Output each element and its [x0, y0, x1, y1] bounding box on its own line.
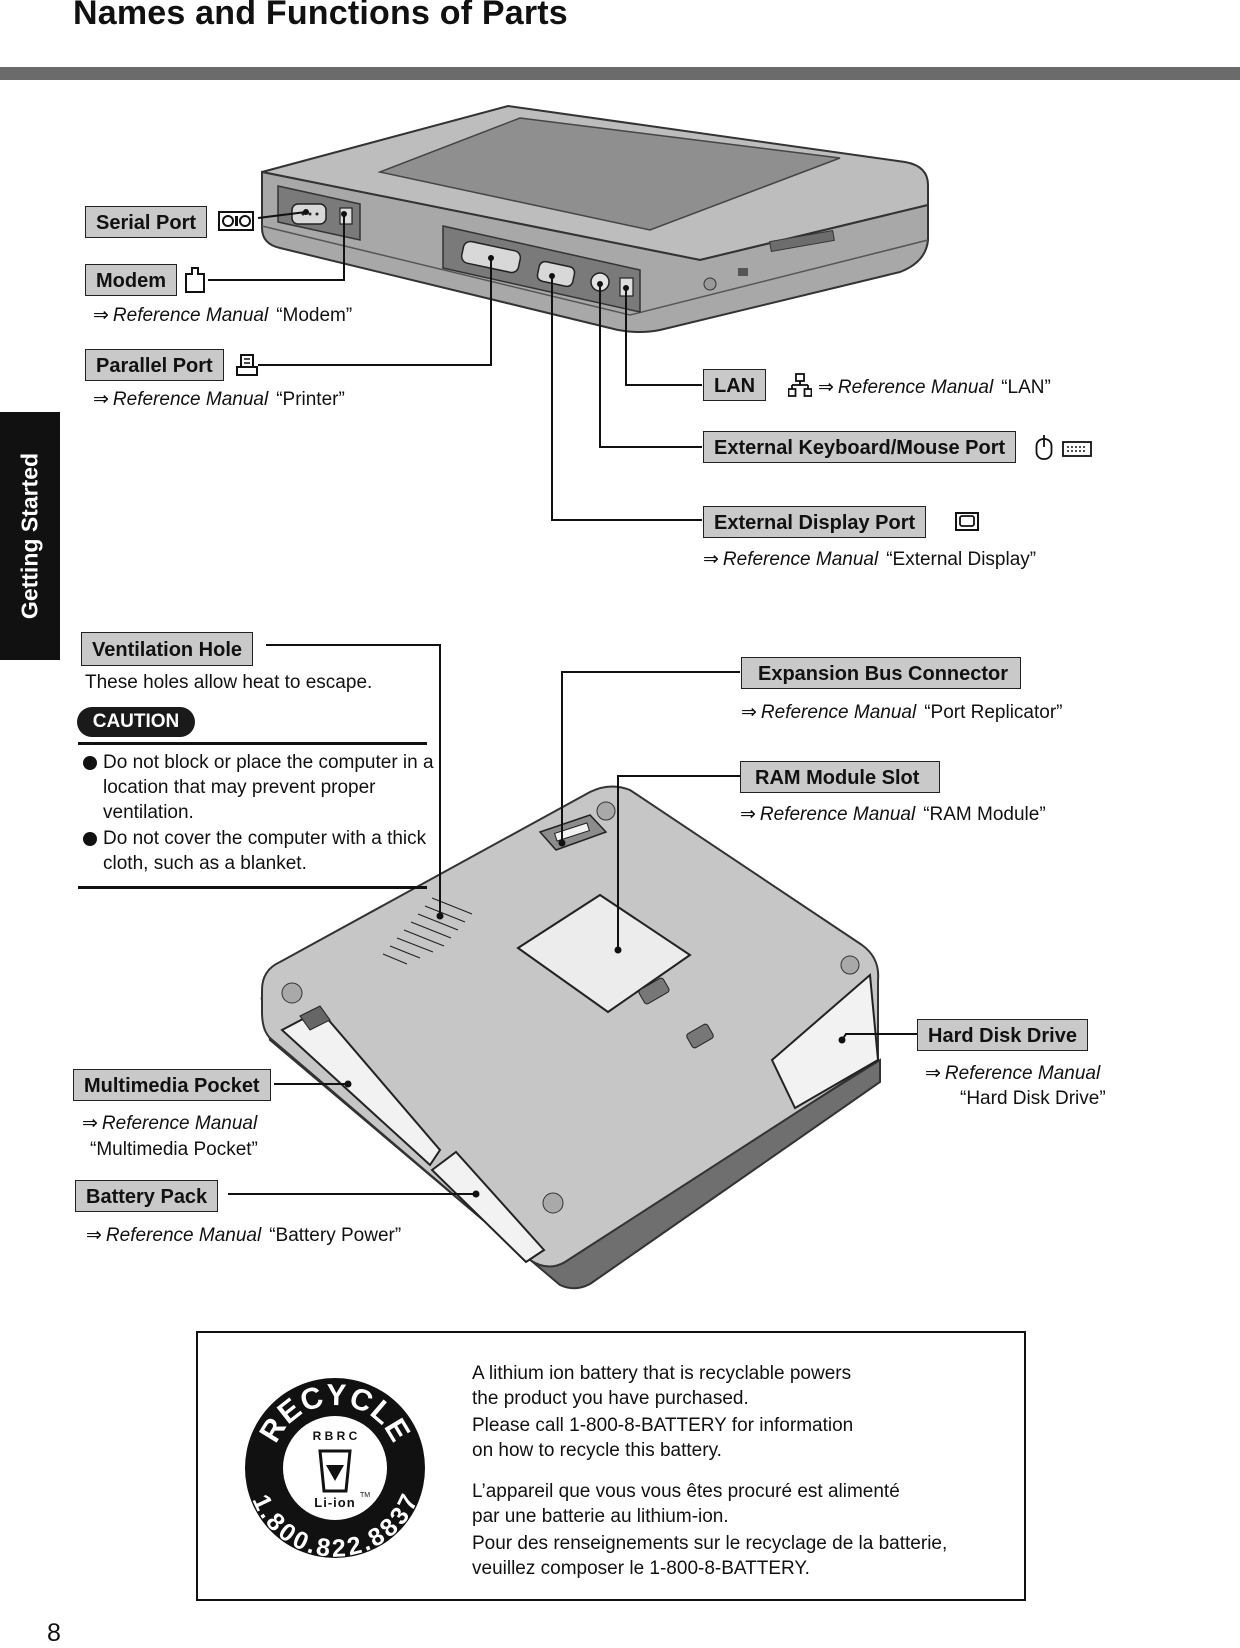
- mouse-icon: [1035, 435, 1053, 460]
- ventilation-hole-label: Ventilation Hole: [81, 632, 254, 666]
- multimedia-reference: ⇒Reference Manual: [82, 1113, 258, 1134]
- recycle-notice: RECYCLE 1.800.822.8837 R B R C Li-ion TM…: [196, 1331, 1026, 1601]
- logo-liion-text: Li-ion: [314, 1495, 355, 1510]
- ventilation-description: These holes allow heat to escape.: [85, 672, 373, 693]
- recycle-english-text: A lithium ion battery that is recyclable…: [472, 1363, 854, 1461]
- caution-list: Do not block or place the computer in a …: [83, 750, 443, 877]
- serial-port-icon: [218, 211, 254, 231]
- printer-reference: ⇒Reference Manual“Printer”: [93, 389, 345, 410]
- printer-icon: [236, 354, 258, 376]
- modem-label: Modem: [85, 264, 177, 296]
- lan-label: LAN: [703, 369, 767, 401]
- external-keyboard-mouse-label: External Keyboard/Mouse Port: [703, 431, 1017, 463]
- bottom-leader-lines: [228, 644, 918, 1195]
- hdd-reference: ⇒Reference Manual: [925, 1063, 1101, 1084]
- battery-reference: ⇒Reference Manual“Battery Power”: [86, 1225, 402, 1246]
- logo-tm-text: TM: [360, 1492, 370, 1499]
- battery-pack-label: Battery Pack: [75, 1180, 219, 1212]
- parallel-port-label: Parallel Port: [85, 349, 224, 381]
- top-leader-lines: [208, 211, 702, 521]
- lan-reference: ⇒Reference Manual“LAN”: [818, 377, 1051, 398]
- logo-rbrc-text: R B R C: [313, 1429, 358, 1443]
- recycle-french-text: L’appareil que vous vous êtes procuré es…: [472, 1481, 948, 1579]
- external-display-reference: ⇒Reference Manual“External Display”: [703, 549, 1037, 570]
- ram-module-reference: ⇒Reference Manual“RAM Module”: [740, 804, 1046, 825]
- modem-icon: [185, 267, 205, 293]
- laptop-rear-view: [261, 104, 929, 333]
- caution-rule-bottom: [78, 886, 427, 889]
- modem-reference: ⇒Reference Manual“Modem”: [93, 305, 353, 326]
- caution-rule-top: [78, 742, 427, 745]
- multimedia-pocket-label: Multimedia Pocket: [73, 1069, 271, 1101]
- multimedia-reference-topic: “Multimedia Pocket”: [90, 1139, 258, 1160]
- page-number: 8: [47, 1619, 61, 1647]
- port-replicator-reference: ⇒Reference Manual“Port Replicator”: [741, 702, 1063, 723]
- lan-icon: [788, 373, 812, 397]
- external-display-label: External Display Port: [703, 506, 927, 538]
- serial-port-label: Serial Port: [85, 206, 208, 238]
- side-tab: Getting Started: [0, 412, 60, 660]
- page-title: Names and Functions of Parts: [73, 0, 568, 32]
- expansion-bus-label: Expansion Bus Connector: [741, 657, 1022, 689]
- hdd-reference-topic: “Hard Disk Drive”: [960, 1088, 1106, 1109]
- ram-module-slot-label: RAM Module Slot: [740, 761, 941, 793]
- keyboard-icon: [1062, 441, 1092, 457]
- caution-item: Do not cover the computer with a thick c…: [83, 826, 443, 876]
- rbrc-recycle-logo: RECYCLE 1.800.822.8837 R B R C Li-ion TM: [245, 1378, 425, 1563]
- display-icon: [955, 512, 979, 531]
- caution-item: Do not block or place the computer in a …: [83, 750, 443, 825]
- hard-disk-drive-label: Hard Disk Drive: [917, 1019, 1088, 1051]
- laptop-bottom-view: [260, 785, 881, 1290]
- laptop-diagram: [208, 104, 929, 1290]
- caution-badge: CAUTION: [77, 707, 195, 737]
- title-rule: [0, 67, 1240, 80]
